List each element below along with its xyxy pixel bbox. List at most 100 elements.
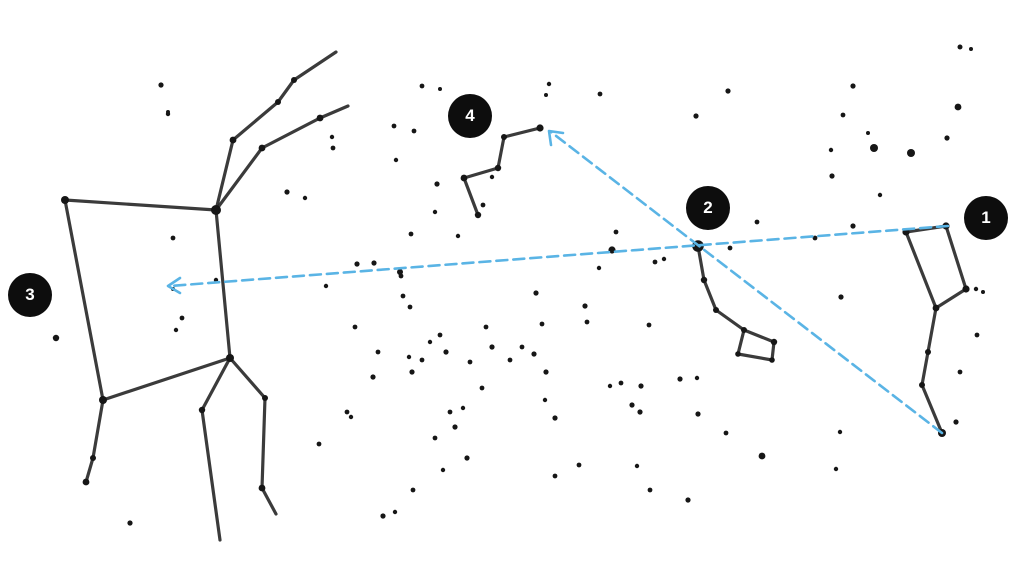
star <box>226 354 234 362</box>
star <box>647 487 653 493</box>
star <box>302 195 308 201</box>
star <box>693 113 699 119</box>
pointer-arrow-to-4 <box>549 130 944 435</box>
marker-1-label: 1 <box>981 208 991 227</box>
star <box>539 321 545 327</box>
star <box>695 411 701 417</box>
constellation-line <box>84 456 95 484</box>
constellation-line <box>702 278 718 312</box>
star <box>434 181 440 187</box>
constellation-line <box>292 50 338 82</box>
constellation-line <box>502 126 542 139</box>
star <box>284 189 290 195</box>
star <box>460 174 468 182</box>
star <box>925 349 931 355</box>
star <box>833 466 839 472</box>
star <box>400 293 406 299</box>
pointer-arrows <box>166 129 950 435</box>
star <box>727 245 733 251</box>
star <box>840 112 846 118</box>
marker-4-label: 4 <box>465 106 475 125</box>
star <box>685 497 691 503</box>
constellation-line <box>944 224 968 291</box>
star <box>407 304 413 310</box>
star <box>597 91 603 97</box>
star <box>552 415 558 421</box>
star <box>316 114 324 122</box>
constellation-line <box>496 135 506 170</box>
star <box>432 209 438 215</box>
star <box>408 231 414 237</box>
star <box>618 380 624 386</box>
constellation-line <box>742 328 776 344</box>
star <box>354 261 360 267</box>
constellation-line <box>260 486 278 516</box>
star <box>582 303 588 309</box>
constellation-line <box>101 356 232 402</box>
star <box>758 452 766 460</box>
star <box>82 478 90 486</box>
star <box>170 235 176 241</box>
star <box>455 233 461 239</box>
star <box>438 87 442 91</box>
constellation-line <box>260 116 322 150</box>
marker-3: 3 <box>8 273 52 317</box>
star <box>452 424 458 430</box>
star <box>962 285 970 293</box>
constellation-line <box>200 356 232 412</box>
star <box>953 419 959 425</box>
star <box>409 369 415 375</box>
star <box>957 44 963 50</box>
arrowhead-4 <box>547 129 565 147</box>
star <box>533 290 539 296</box>
star <box>501 134 507 140</box>
star <box>410 487 416 493</box>
star <box>489 344 495 350</box>
star <box>411 128 417 134</box>
marker-2-label: 2 <box>703 198 713 217</box>
star <box>494 164 502 172</box>
star <box>954 103 962 111</box>
star <box>393 157 399 163</box>
star <box>158 82 164 88</box>
star <box>829 173 835 179</box>
star <box>291 77 297 83</box>
star <box>375 349 381 355</box>
star <box>173 327 179 333</box>
star <box>352 324 358 330</box>
star <box>932 304 940 312</box>
star <box>607 383 613 389</box>
star <box>576 462 582 468</box>
constellation-lines <box>63 50 968 542</box>
constellation-line <box>714 308 746 332</box>
star <box>447 409 453 415</box>
star <box>507 357 513 363</box>
star <box>638 383 644 389</box>
star <box>440 467 446 473</box>
star <box>531 351 537 357</box>
star <box>391 123 397 129</box>
constellation-line <box>934 287 968 310</box>
star <box>850 83 856 89</box>
star <box>629 402 635 408</box>
star <box>677 376 683 382</box>
star <box>973 286 979 292</box>
marker-1: 1 <box>964 196 1008 240</box>
star <box>542 397 548 403</box>
constellation-line <box>63 198 105 402</box>
arrowhead-3 <box>166 276 182 295</box>
star <box>262 395 268 401</box>
star <box>229 136 237 144</box>
star <box>974 332 980 338</box>
star <box>371 260 377 266</box>
star <box>544 93 548 97</box>
star <box>694 375 700 381</box>
star <box>479 385 485 391</box>
star <box>700 276 708 284</box>
constellation-line <box>214 208 232 360</box>
star <box>474 211 482 219</box>
star <box>406 354 412 360</box>
pointer-arrow-1-to-3 <box>168 224 950 288</box>
star <box>536 124 544 132</box>
